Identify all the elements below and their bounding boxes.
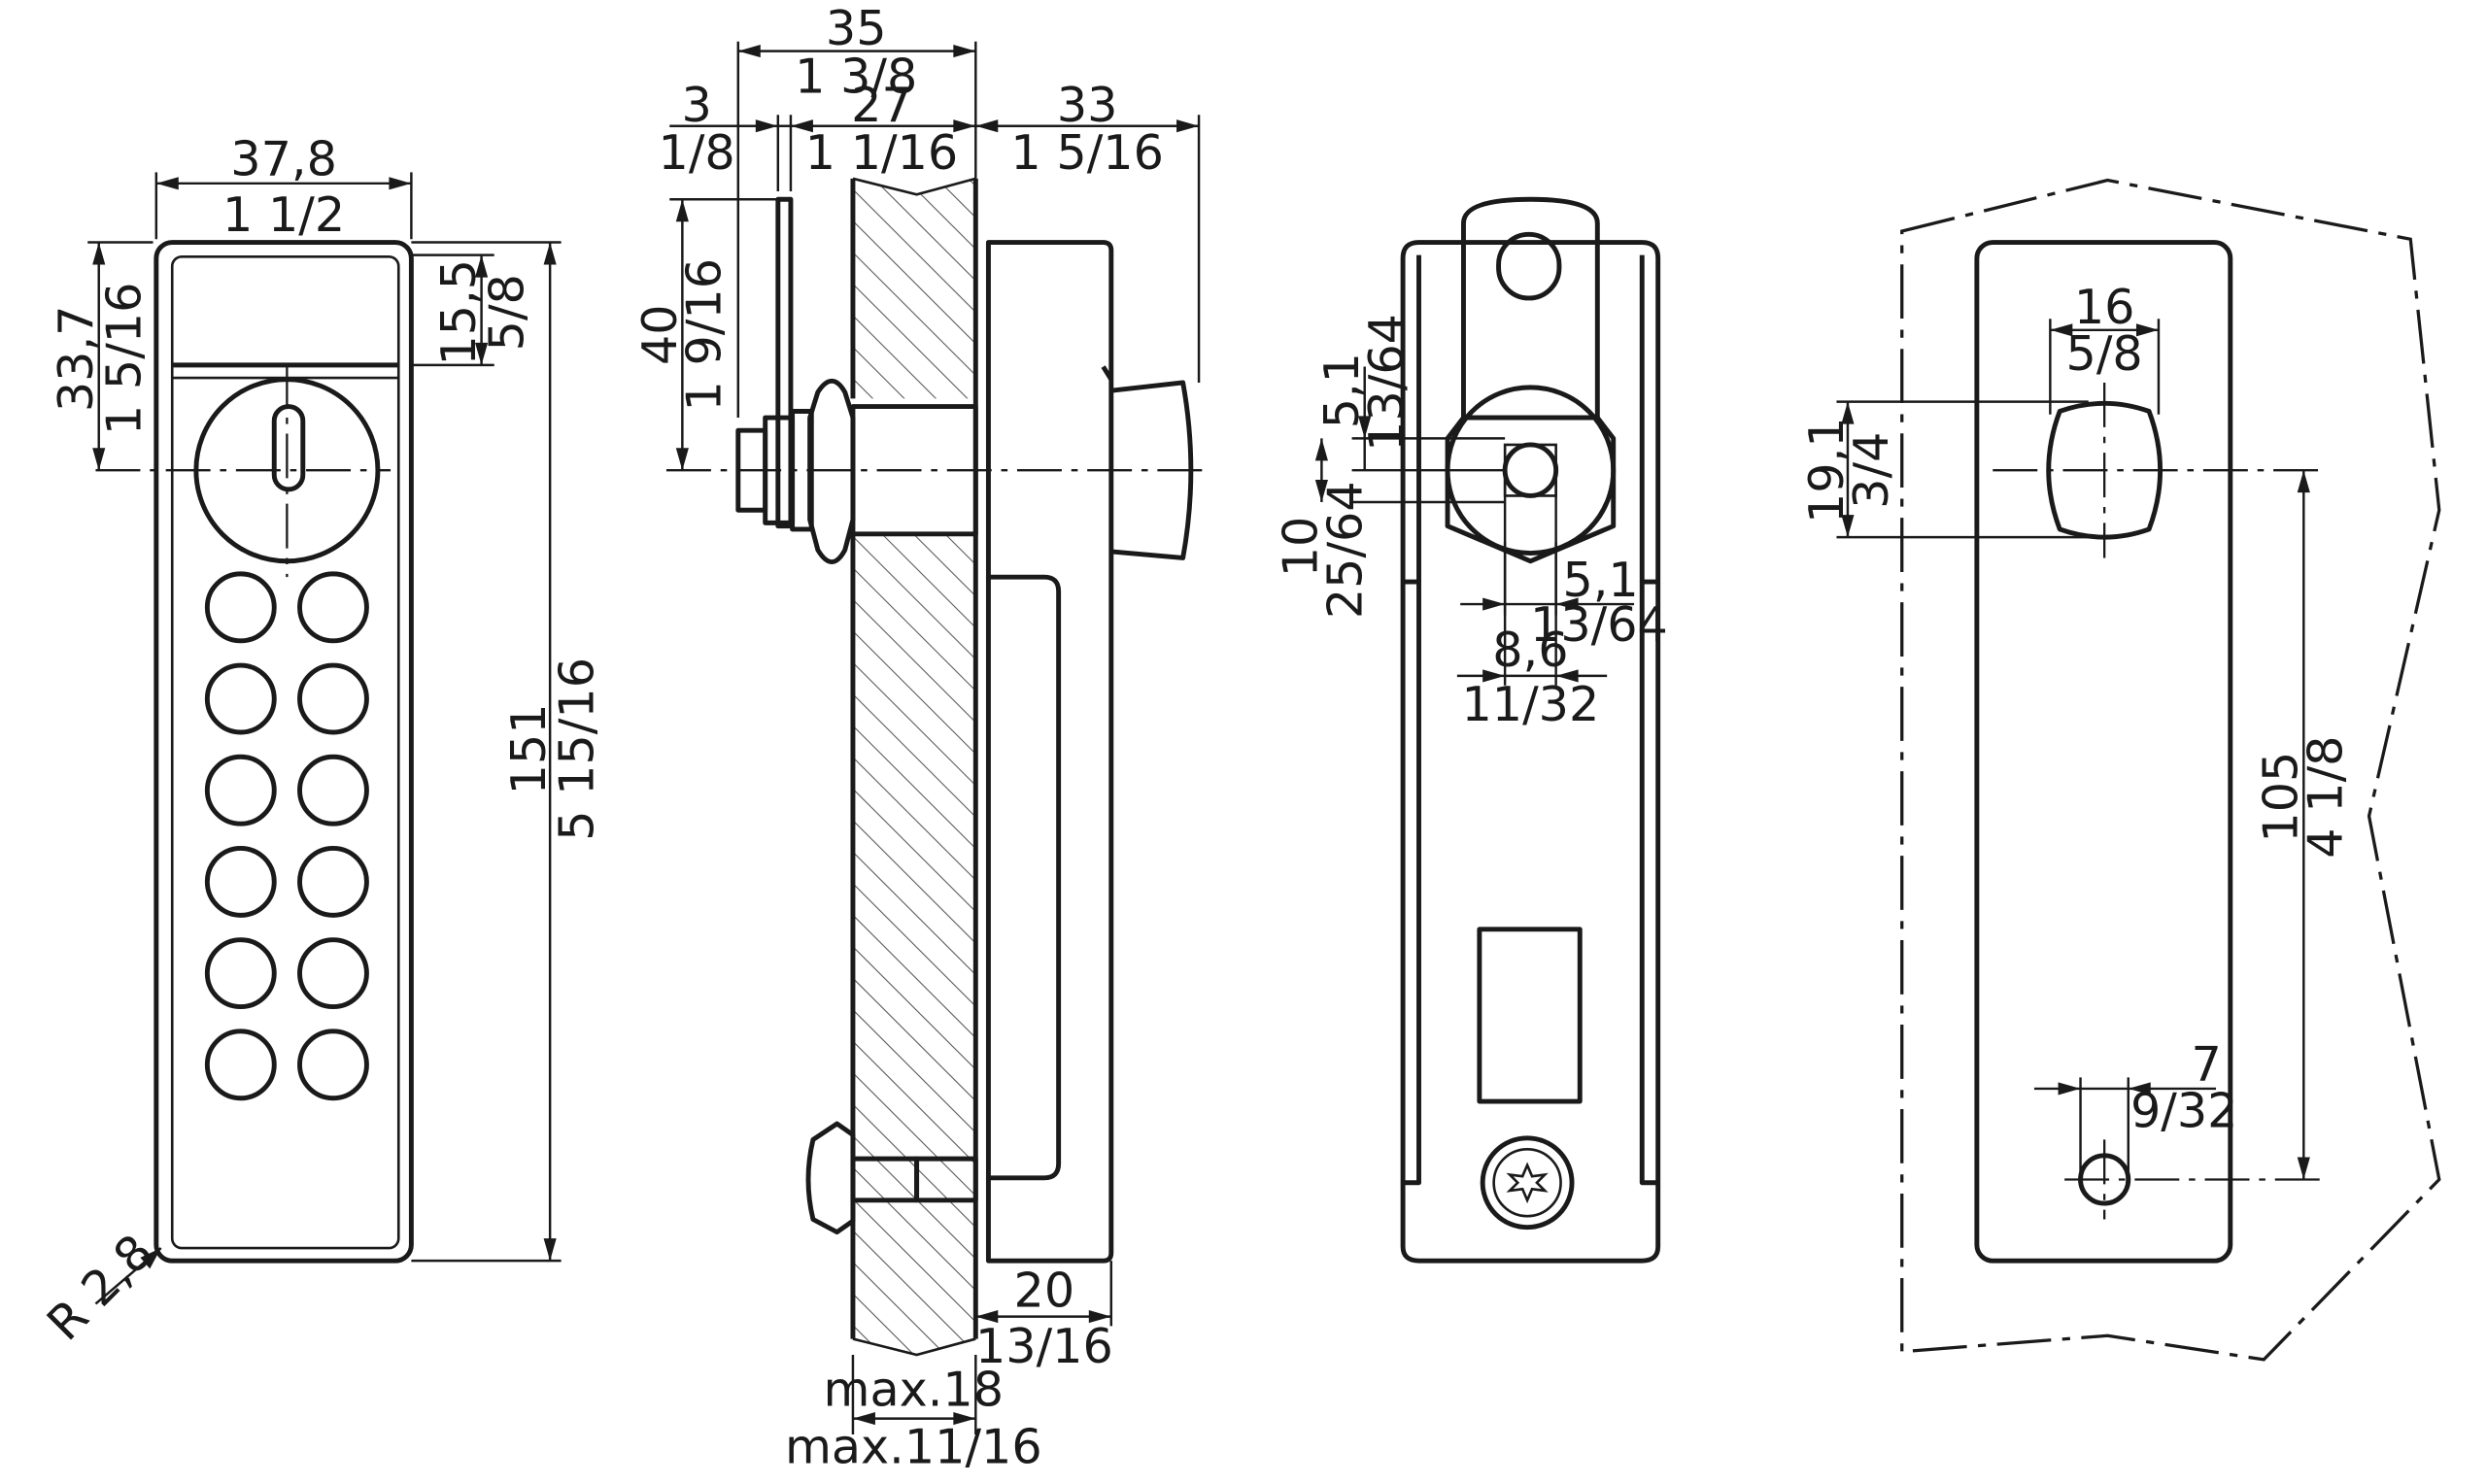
rear-a-mm: 5,1 [1313,353,1370,428]
side-plate-in: 1/8 [659,124,735,181]
front-body-outline [153,240,414,1264]
keypad-button [204,845,277,918]
cutout-hole-h-in: 3/4 [1843,432,1899,509]
cutout-view: 16 5/8 19,1 3/4 105 4 1/8 7 9/32 [1798,178,2441,1362]
front-topcyl-mm: 33,7 [48,306,104,413]
side-cam-mm: 40 [631,304,688,365]
cutout-hole-w-mm: 16 [2074,279,2135,335]
side-plate-mm: 3 [681,77,711,133]
keypad-button [204,571,277,644]
front-inner-outline [170,254,400,1250]
keypad-button [297,662,369,735]
keypad-button [204,1029,277,1101]
front-width-in: 1 1/2 [222,186,345,243]
keyhole-slot [271,404,306,492]
cylinder-hole [2046,400,2163,540]
housing-side [985,240,1114,1264]
front-view: 37,8 1 1/2 33,7 1 5/16 15,5 5/8 151 5 15… [36,131,604,1352]
cutout-small-mm: 7 [2192,1036,2222,1093]
front-topcyl-in: 1 5/16 [95,283,152,436]
side-total-mm: 35 [826,0,887,56]
rear-d-mm: 8,6 [1492,622,1568,678]
cutout-hole-h-mm: 19,1 [1798,417,1855,523]
side-view: 35 1 3/8 3 1/8 27 1 1/16 33 1 5/16 40 1 … [631,0,1212,1475]
cutout-small-in: 9/32 [2130,1082,2238,1138]
torx-screw [1480,1135,1575,1231]
rear-view: 5,1 13/64 10 25/64 5,1 13/64 8,6 11/32 [1272,196,1668,1264]
rear-a-in: 13/64 [1358,314,1414,452]
keypad-button [204,937,277,1010]
cutout-pitch-mm: 105 [2253,752,2309,843]
front-window-mm: 15,5 [430,259,487,366]
rear-c-in: 13/64 [1530,596,1668,653]
side-foot-in: 13/16 [975,1318,1113,1374]
side-door-max-in: max.11/16 [785,1419,1042,1475]
side-depth-in: 1 5/16 [1010,124,1164,181]
side-door-max-mm: max.18 [824,1361,1005,1417]
side-spacer-in: 1 1/16 [805,124,959,181]
keypad-button [297,845,369,918]
keypad-button [297,1029,369,1101]
label-window [1477,927,1583,1104]
side-foot-mm: 20 [1014,1263,1075,1319]
keypad [204,571,369,1101]
side-total-in: 1 3/8 [795,48,917,104]
front-window-in: 5/8 [478,274,534,351]
cutout-pitch-in: 4 1/8 [2298,736,2354,859]
door-section [852,178,976,1355]
front-height-mm: 151 [500,703,557,794]
door-panel-outline [1900,178,2441,1362]
front-height-in: 5 15/16 [548,658,604,841]
cam-plate [775,196,794,529]
rear-b-in: 25/64 [1316,481,1373,619]
keypad-button [297,937,369,1010]
rear-c-mm: 5,1 [1562,552,1638,608]
rear-cam [1460,196,1600,421]
nut [807,378,856,564]
rear-b-mm: 10 [1272,517,1328,578]
front-width-mm: 37,8 [230,131,337,187]
rear-housing [1400,240,1661,1264]
keypad-button [297,754,369,826]
keypad-button [297,571,369,644]
side-spacer-mm: 27 [851,77,912,133]
mounting-plate [1974,240,2233,1264]
rear-d-in: 11/32 [1461,676,1599,732]
keypad-button [204,662,277,735]
side-depth-mm: 33 [1057,77,1118,133]
keypad-button [204,754,277,826]
cutout-hole-w-in: 5/8 [2066,325,2143,382]
fixing-screw [805,1121,856,1235]
side-cam-in: 1 9/16 [676,258,732,412]
front-radius: R 2,8 [36,1224,164,1352]
